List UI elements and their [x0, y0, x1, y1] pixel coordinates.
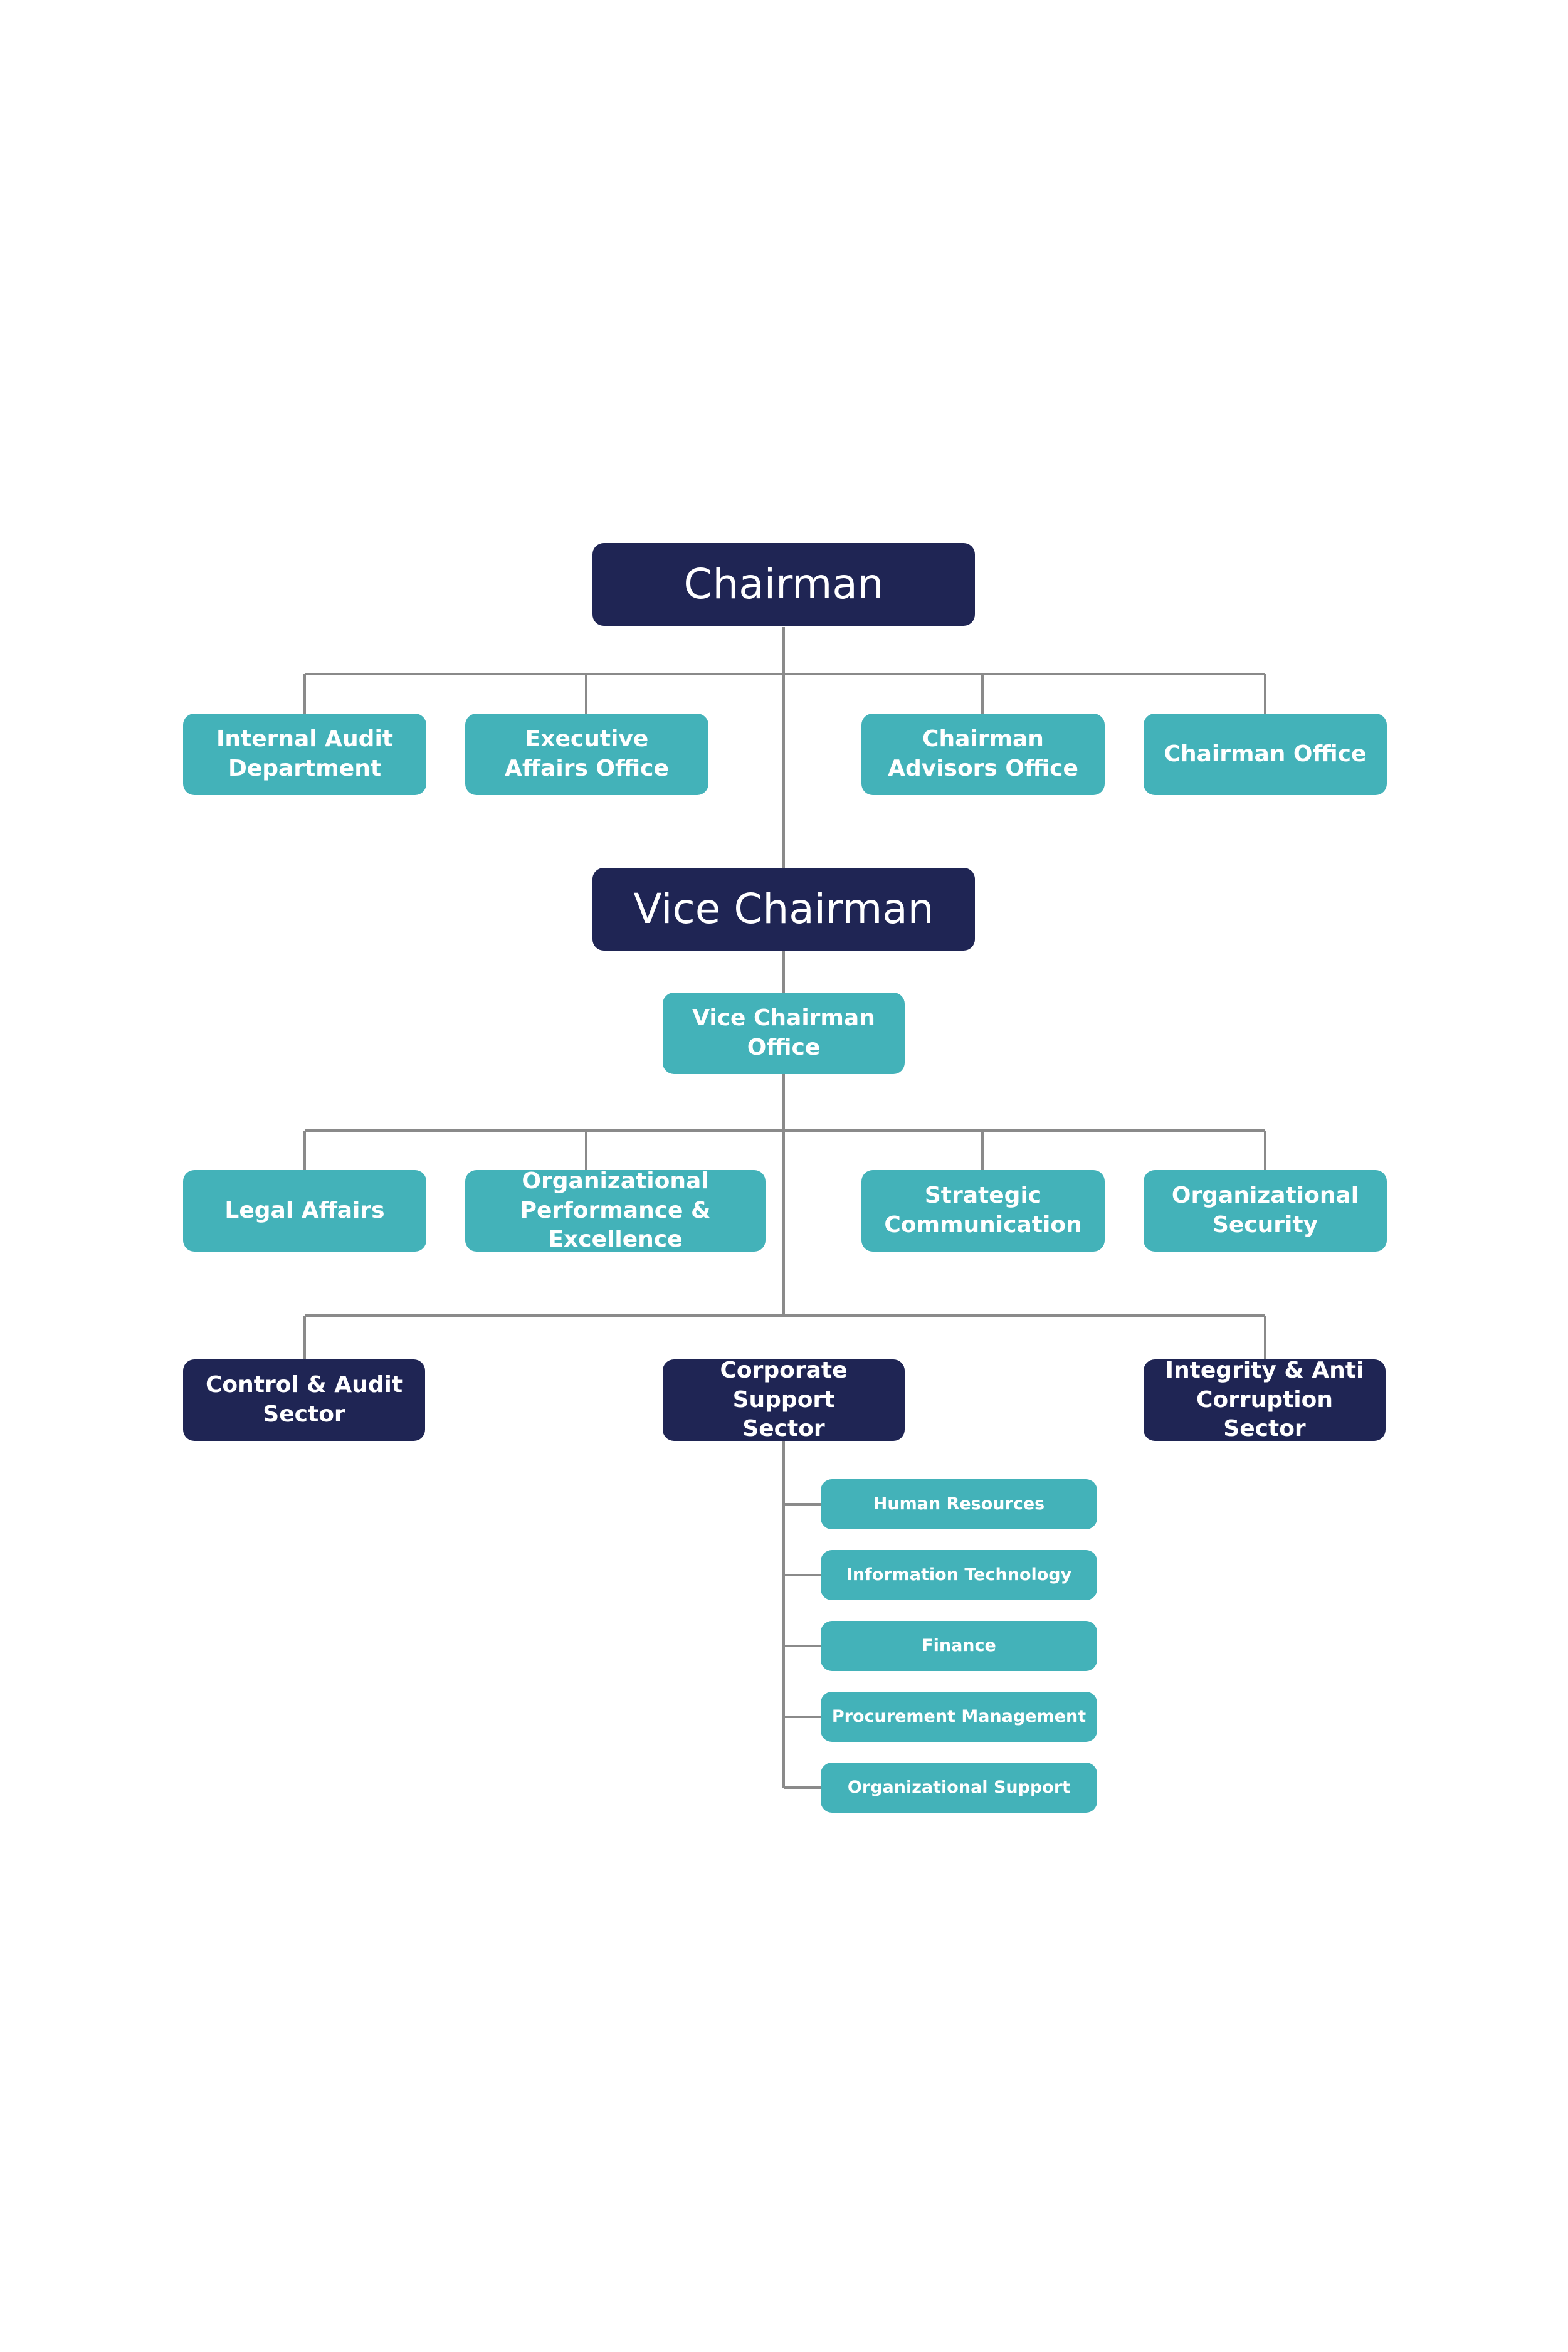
finance-box: Finance	[821, 1621, 1097, 1671]
strategic-communication-box: Strategic Communication	[861, 1170, 1105, 1252]
procurement-management-box: Procurement Management	[821, 1692, 1097, 1742]
vice-chairman-office-box: Vice Chairman Office	[663, 993, 905, 1074]
organizational-security-label: Organizational Security	[1171, 1183, 1359, 1238]
vice-chairman-label: Vice Chairman	[633, 885, 934, 934]
information-technology-box: Information Technology	[821, 1550, 1097, 1600]
organizational-security-box: Organizational Security	[1144, 1170, 1387, 1252]
legal-affairs-label: Legal Affairs	[224, 1197, 385, 1223]
legal-affairs-box: Legal Affairs	[183, 1170, 426, 1252]
human-resources-label: Human Resources	[873, 1494, 1045, 1514]
vice-chairman-office-label: Vice Chairman Office	[692, 1005, 875, 1060]
strategic-communication-label: Strategic Communication	[884, 1183, 1082, 1238]
corporate-support-sector-label: Corporate Support Sector	[720, 1357, 848, 1442]
finance-label: Finance	[922, 1636, 996, 1656]
chairman-box: Chairman	[592, 543, 975, 626]
organizational-performance-excellence-box: Organizational Performance & Excellence	[465, 1168, 766, 1253]
chairman-advisors-office-box: Chairman Advisors Office	[861, 714, 1105, 795]
information-technology-label: Information Technology	[846, 1565, 1072, 1585]
corporate-support-sector-box: Corporate Support Sector	[663, 1357, 905, 1442]
internal-audit-department-box: Internal Audit Department	[183, 714, 426, 795]
chairman-advisors-office-label: Chairman Advisors Office	[888, 726, 1078, 781]
vice-chairman-box: Vice Chairman	[592, 868, 975, 951]
integrity-anti-corruption-sector-label: Integrity & Anti Corruption Sector	[1165, 1357, 1364, 1442]
procurement-management-label: Procurement Management	[831, 1707, 1087, 1727]
control-audit-sector-label: Control & Audit Sector	[205, 1372, 403, 1427]
chairman-label: Chairman	[683, 560, 884, 609]
human-resources-box: Human Resources	[821, 1479, 1097, 1529]
internal-audit-department-label: Internal Audit Department	[216, 726, 393, 781]
executive-affairs-office-box: Executive Affairs Office	[465, 714, 708, 795]
chairman-office-label: Chairman Office	[1164, 741, 1367, 767]
chairman-office-box: Chairman Office	[1144, 714, 1387, 795]
executive-affairs-office-label: Executive Affairs Office	[505, 726, 669, 781]
integrity-anti-corruption-sector-box: Integrity & Anti Corruption Sector	[1144, 1357, 1386, 1442]
control-audit-sector-box: Control & Audit Sector	[183, 1359, 425, 1441]
organizational-support-box: Organizational Support	[821, 1763, 1097, 1813]
organizational-support-label: Organizational Support	[847, 1778, 1071, 1798]
organizational-performance-excellence-label: Organizational Performance & Excellence	[520, 1168, 711, 1253]
